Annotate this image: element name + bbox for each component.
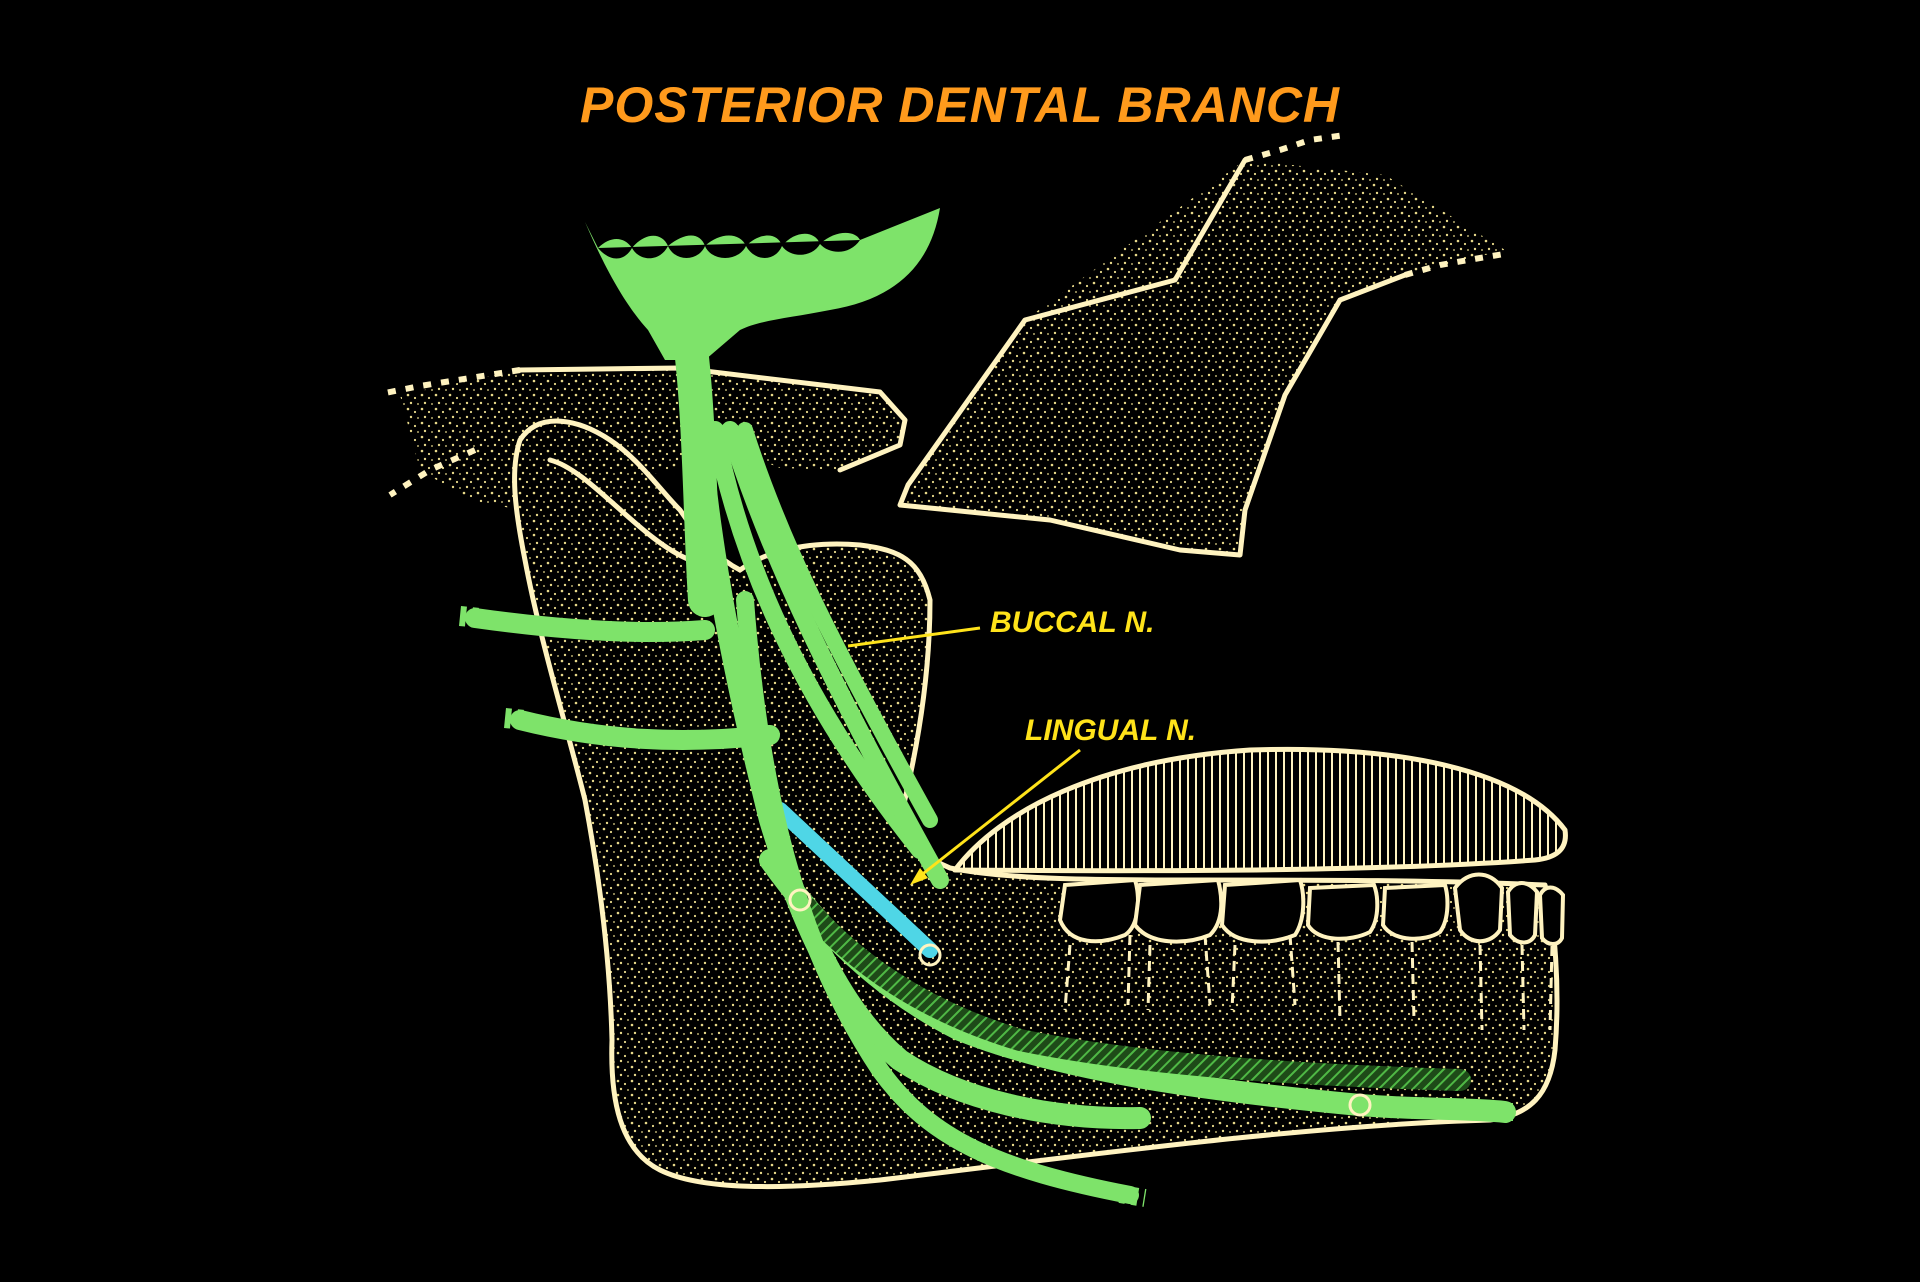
teeth (1057, 872, 1566, 1031)
diagram-title: POSTERIOR DENTAL BRANCH (580, 77, 1340, 133)
trigeminal-ganglion (585, 208, 940, 360)
buccal-leader-line (847, 626, 981, 648)
nerve-ring (1348, 1093, 1372, 1117)
tooth-molar (1219, 877, 1306, 1011)
lingual-leader-line (914, 748, 1081, 882)
mandibular-nerve (459, 208, 1516, 1207)
tooth-canine (1452, 872, 1505, 1031)
nerve-ring (918, 943, 942, 967)
tooth-incisor (1505, 881, 1540, 1031)
tooth-premolar (1305, 882, 1380, 1021)
lingual-label-group: LINGUAL N. (910, 714, 1196, 885)
lingual-nerve-label: LINGUAL N. (1025, 714, 1196, 747)
tooth-incisor (1537, 885, 1566, 1031)
inferior-alveolar-highlight (772, 802, 938, 958)
nerve-ring (788, 888, 812, 912)
skull-base (897, 132, 1511, 558)
lingual-arrowhead (910, 868, 928, 885)
tooth-premolar (1380, 882, 1450, 1021)
buccal-label-group: BUCCAL N. (847, 606, 1154, 648)
buccal-nerve-label: BUCCAL N. (990, 606, 1154, 639)
tongue (952, 746, 1568, 874)
tooth-molar (1132, 877, 1224, 1011)
